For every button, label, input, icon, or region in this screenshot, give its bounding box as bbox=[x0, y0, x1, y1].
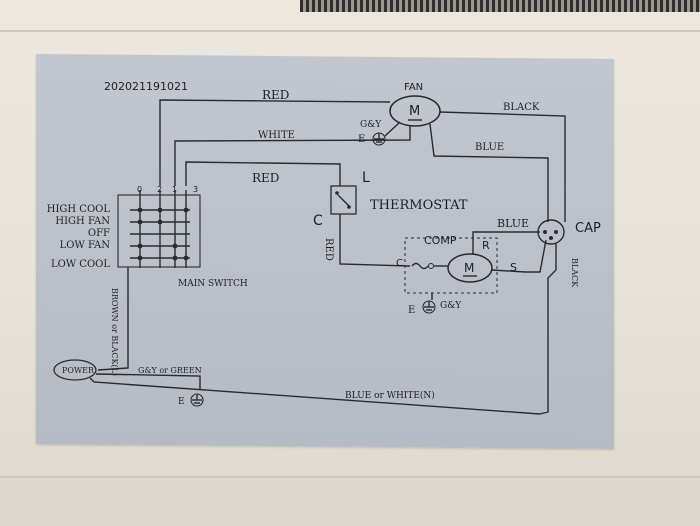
wire-s-to-cap bbox=[491, 239, 547, 273]
mode-low-fan: LOW FAN bbox=[60, 240, 111, 251]
wire-ground bbox=[95, 373, 201, 390]
label-neutral: BLUE or WHITE(N) bbox=[345, 390, 435, 401]
compressor-coil bbox=[411, 262, 429, 270]
fan-motor-symbol: M bbox=[409, 104, 420, 119]
housing-groove-bottom bbox=[0, 476, 700, 478]
compressor: M bbox=[404, 237, 498, 294]
label-black: BLACK bbox=[503, 102, 540, 113]
comp-terminal-s: S bbox=[510, 261, 517, 274]
wire-neutral bbox=[89, 377, 541, 415]
label-e-fan: E bbox=[358, 134, 365, 145]
label-e-comp: E bbox=[408, 305, 415, 316]
wire-brown-l bbox=[97, 267, 129, 371]
comp-terminal-r: R bbox=[482, 239, 490, 252]
power-plug bbox=[53, 359, 97, 381]
thermostat-switch bbox=[330, 185, 357, 215]
main-switch-block bbox=[117, 190, 201, 268]
compressor-motor-symbol: M bbox=[464, 261, 474, 275]
terminal-l: L bbox=[362, 170, 370, 186]
label-red-mid: RED bbox=[252, 171, 279, 185]
terminal-c-thermo: C bbox=[313, 213, 323, 229]
serial-number: 202021191021 bbox=[104, 80, 188, 93]
label-e-power: E bbox=[178, 397, 185, 407]
wire-blue-top bbox=[429, 123, 549, 222]
wire-red-vertical bbox=[339, 214, 411, 267]
label-blue-top: BLUE bbox=[475, 142, 504, 153]
vent-grille bbox=[300, 0, 700, 12]
switch-pin-3: 3 bbox=[193, 185, 198, 194]
label-ground-wire: G&Y or GREEN bbox=[138, 366, 202, 375]
switch-pin-2: 2 bbox=[157, 185, 162, 194]
mode-high-fan: HIGH FAN bbox=[55, 216, 110, 227]
switch-pin-1: 1 bbox=[172, 185, 177, 194]
housing-groove-top bbox=[0, 30, 700, 32]
wire-red-top bbox=[159, 99, 391, 186]
wire-black bbox=[439, 111, 566, 222]
comp-terminal-c: C bbox=[396, 258, 403, 269]
label-red-top: RED bbox=[262, 88, 289, 102]
capacitor bbox=[537, 219, 565, 245]
fan-label: FAN bbox=[404, 82, 423, 93]
main-switch-label: MAIN SWITCH bbox=[178, 279, 248, 289]
comp-ground-icon bbox=[422, 300, 436, 314]
label-blue-right: BLUE bbox=[497, 217, 529, 230]
switch-pin-0: 0 bbox=[137, 185, 142, 194]
comp-label: COMP bbox=[424, 234, 457, 247]
wire-white bbox=[174, 126, 411, 186]
label-gy-comp: G&Y bbox=[440, 301, 462, 311]
wire-red-mid bbox=[185, 161, 341, 186]
power-ground-icon bbox=[190, 393, 204, 407]
fan-ground-icon bbox=[372, 132, 386, 146]
fan-ground-lead bbox=[384, 121, 401, 137]
label-gy-fan: G&Y bbox=[360, 120, 382, 130]
label-brown-l: BROWN or BLACK(L) bbox=[110, 288, 119, 376]
power-label: POWER bbox=[62, 366, 95, 375]
wire-blue-right bbox=[472, 231, 540, 254]
label-black-vertical: BLACK bbox=[570, 258, 579, 288]
wire-black-vertical bbox=[539, 244, 557, 415]
mode-low-cool: LOW COOL bbox=[51, 259, 110, 270]
mode-off: OFF bbox=[88, 228, 110, 239]
thermostat-label: THERMOSTAT bbox=[370, 198, 468, 213]
label-red-vertical: RED bbox=[323, 238, 334, 261]
fan-motor: M bbox=[389, 95, 441, 127]
mode-high-cool: HIGH COOL bbox=[47, 204, 111, 215]
cap-label: CAP bbox=[575, 221, 601, 236]
label-white: WHITE bbox=[258, 130, 295, 141]
